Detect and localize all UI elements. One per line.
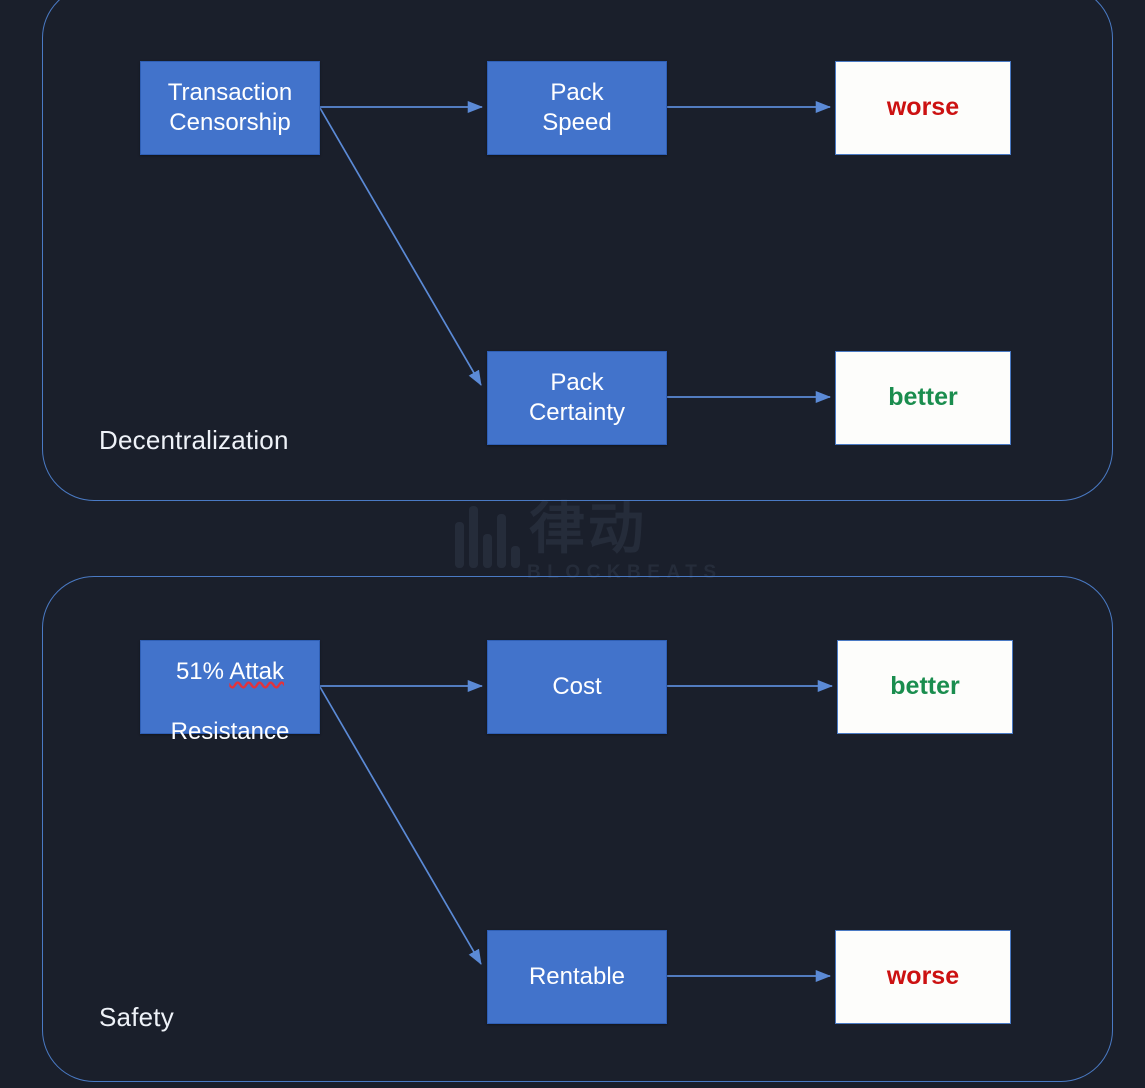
group-decentralization	[42, 0, 1113, 501]
node-cost[interactable]: Cost	[487, 640, 667, 734]
status-badge-worse: worse	[886, 962, 960, 991]
node-pack-speed[interactable]: Pack Speed	[487, 61, 667, 155]
node-pack-certainty[interactable]: Pack Certainty	[487, 351, 667, 445]
node-pack-speed-label: Pack Speed	[542, 79, 612, 136]
node-pack-certainty-label: Pack Certainty	[528, 369, 626, 426]
node-rentable[interactable]: Rentable	[487, 930, 667, 1024]
node-pack-certainty-verdict[interactable]: better	[835, 351, 1011, 445]
node-attack-resistance-label: 51% Attak Resistance	[171, 627, 290, 747]
status-badge-better: better	[890, 672, 960, 701]
status-badge-worse: worse	[886, 93, 960, 122]
node-transaction-censorship-label: Transaction Censorship	[167, 79, 293, 136]
node-cost-label: Cost	[552, 673, 602, 700]
edge-attack-resistance-to-rentable	[319, 686, 482, 965]
attack-resistance-line2: Resistance	[170, 718, 290, 745]
attack-resistance-line1-prefix: 51%	[175, 658, 230, 685]
group-safety	[42, 576, 1113, 1082]
node-pack-speed-verdict[interactable]: worse	[835, 61, 1011, 155]
node-cost-verdict[interactable]: better	[837, 640, 1013, 734]
node-rentable-label: Rentable	[528, 963, 626, 990]
attack-resistance-misspelled-word: Attak	[229, 658, 285, 685]
edge-transaction-censorship-to-pack-certainty	[319, 107, 482, 386]
node-rentable-verdict[interactable]: worse	[835, 930, 1011, 1024]
status-badge-better: better	[888, 383, 958, 412]
group-decentralization-label: Decentralization	[99, 425, 289, 455]
group-safety-label: Safety	[99, 1002, 174, 1032]
node-transaction-censorship[interactable]: Transaction Censorship	[140, 61, 320, 155]
node-attack-resistance[interactable]: 51% Attak Resistance	[140, 640, 320, 745]
